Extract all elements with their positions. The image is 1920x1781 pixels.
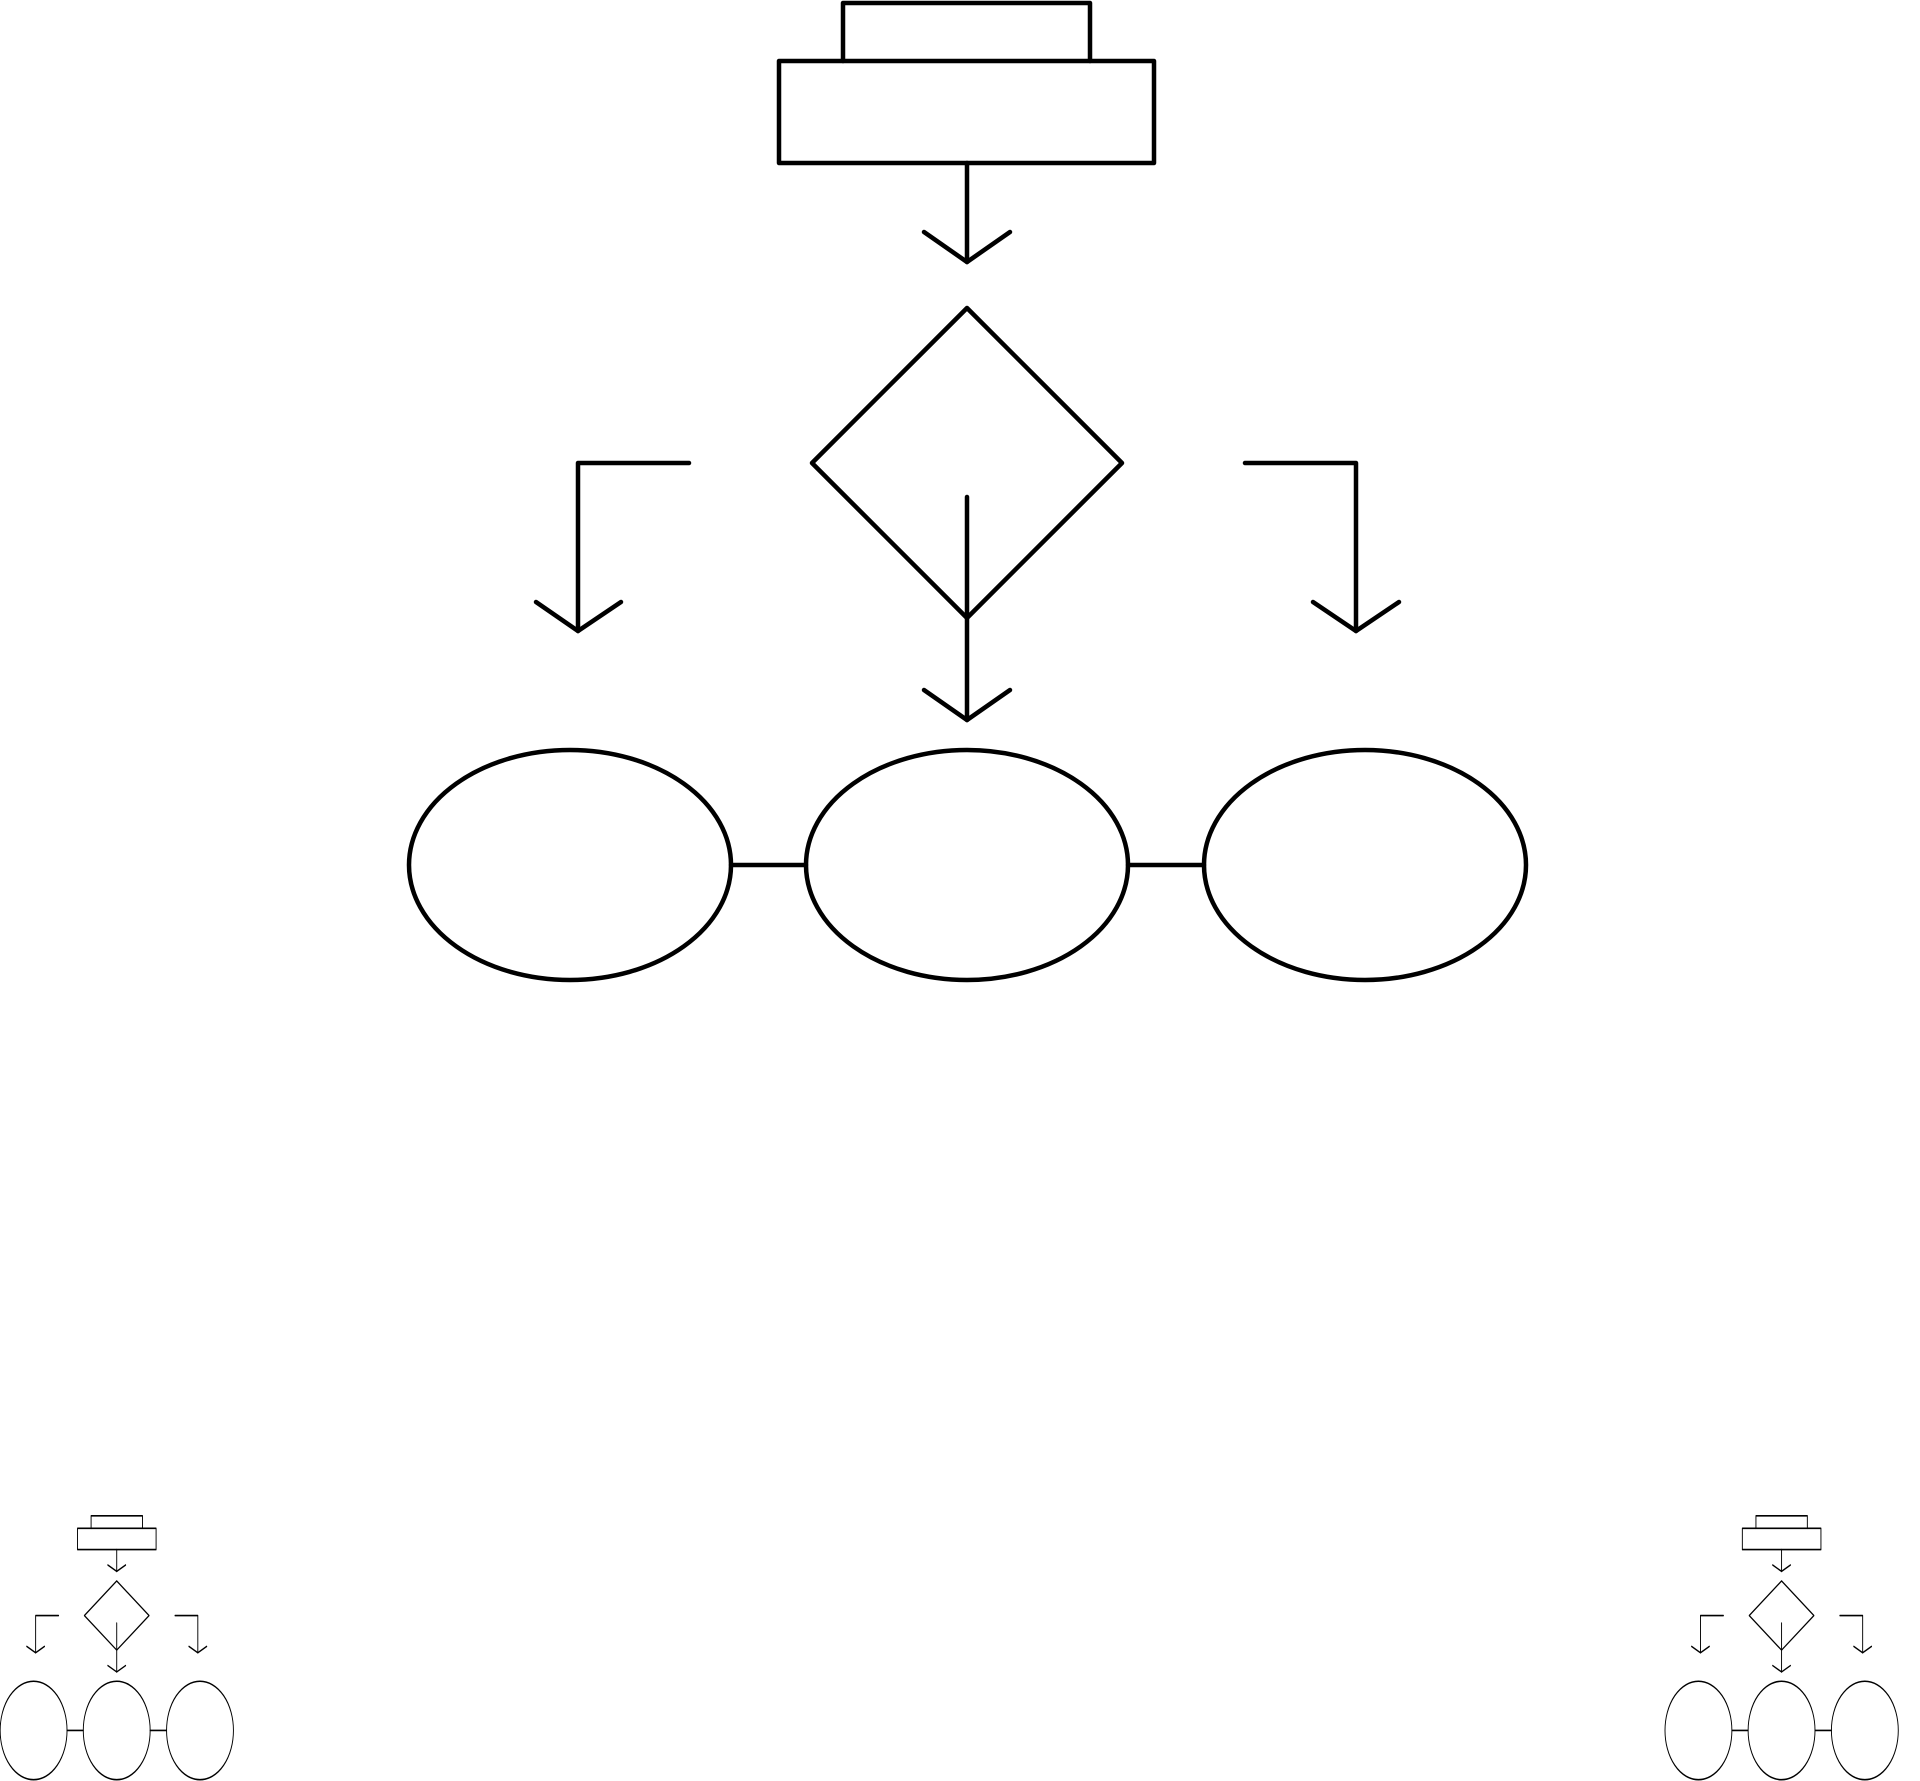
branch-right-line: [1839, 1614, 1864, 1654]
process-ellipse-left: [1664, 1680, 1733, 1781]
flowchart-icon-graphic: [406, 0, 1529, 983]
branch-right-line: [174, 1614, 199, 1654]
process-ellipse-center: [1747, 1680, 1816, 1781]
flowchart-icon: [406, 0, 1529, 983]
process-ellipse-left: [406, 747, 734, 983]
process-ellipse-left: [0, 1680, 68, 1781]
arrow-head: [533, 599, 624, 634]
flowchart-icon-thumbnail-left: [0, 1515, 300, 1781]
branch-left-line: [35, 1614, 60, 1654]
start-tab-shape: [1755, 1515, 1808, 1530]
branch-left-line: [1700, 1614, 1724, 1654]
process-ellipse-center: [803, 747, 1131, 983]
process-ellipse-right: [1201, 747, 1529, 983]
start-box-shape: [77, 1527, 157, 1551]
arrow-head: [921, 229, 1013, 265]
arrow-head: [1310, 599, 1402, 634]
start-tab-shape: [840, 0, 1093, 64]
process-ellipse-right: [166, 1680, 234, 1781]
start-box-shape: [776, 58, 1157, 166]
arrow-head: [1772, 1664, 1791, 1673]
arrow-head: [1853, 1645, 1873, 1654]
arrow-head: [107, 1664, 127, 1673]
branch-left-line: [575, 460, 692, 634]
arrow-head: [107, 1564, 127, 1573]
arrow-head: [1772, 1564, 1791, 1573]
arrow-head: [921, 687, 1013, 723]
process-ellipse-right: [1830, 1680, 1899, 1781]
flowchart-icon-thumbnail-right: [1620, 1515, 1920, 1781]
branch-right-line: [1242, 460, 1359, 634]
arrow-head: [1691, 1645, 1710, 1654]
arrow-head: [26, 1645, 45, 1654]
flowchart-thumbnail-graphic: [0, 1515, 234, 1781]
start-tab-shape: [90, 1515, 143, 1530]
flowchart-thumbnail-graphic: [1664, 1515, 1899, 1781]
process-ellipse-center: [82, 1680, 151, 1781]
arrow-head: [188, 1645, 208, 1654]
start-box-shape: [1741, 1527, 1822, 1551]
